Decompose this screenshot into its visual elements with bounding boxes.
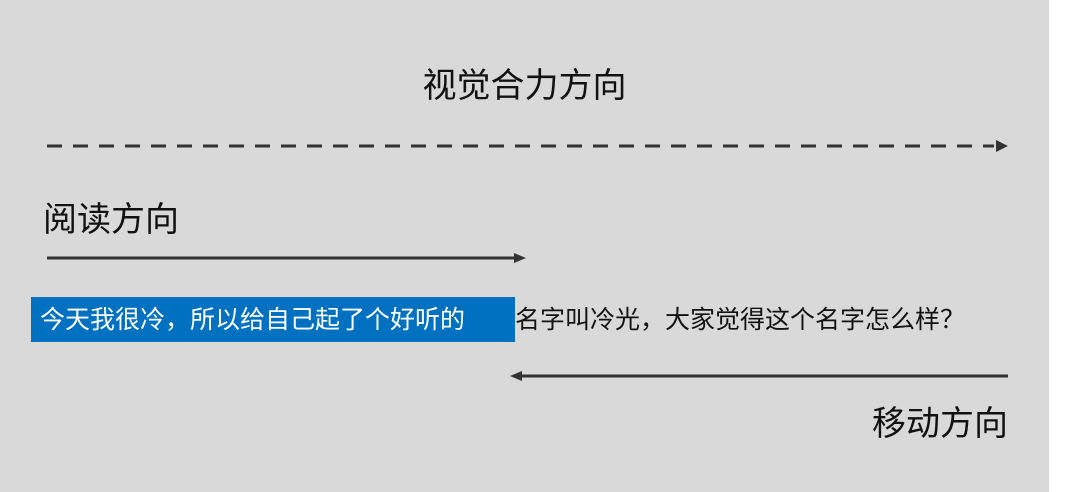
moving-direction-arrow: [510, 371, 1008, 381]
title-text: 视觉合力方向: [422, 66, 627, 106]
example-sentence: 今天我很冷，所以给自己起了个好听的名字叫冷光，大家觉得这个名字怎么样？: [31, 297, 965, 342]
moving-direction-label: 移动方向: [872, 404, 1008, 444]
visual-force-arrow: [47, 140, 1008, 152]
diagram-panel: [0, 0, 1049, 492]
reading-direction-label: 阅读方向: [43, 200, 179, 240]
remaining-text: 名字叫冷光，大家觉得这个名字怎么样？: [515, 305, 966, 334]
highlighted-text: 今天我很冷，所以给自己起了个好听的: [31, 297, 515, 342]
diagram-title: 视觉合力方向: [0, 58, 1049, 107]
reading-direction-arrow: [47, 253, 526, 263]
